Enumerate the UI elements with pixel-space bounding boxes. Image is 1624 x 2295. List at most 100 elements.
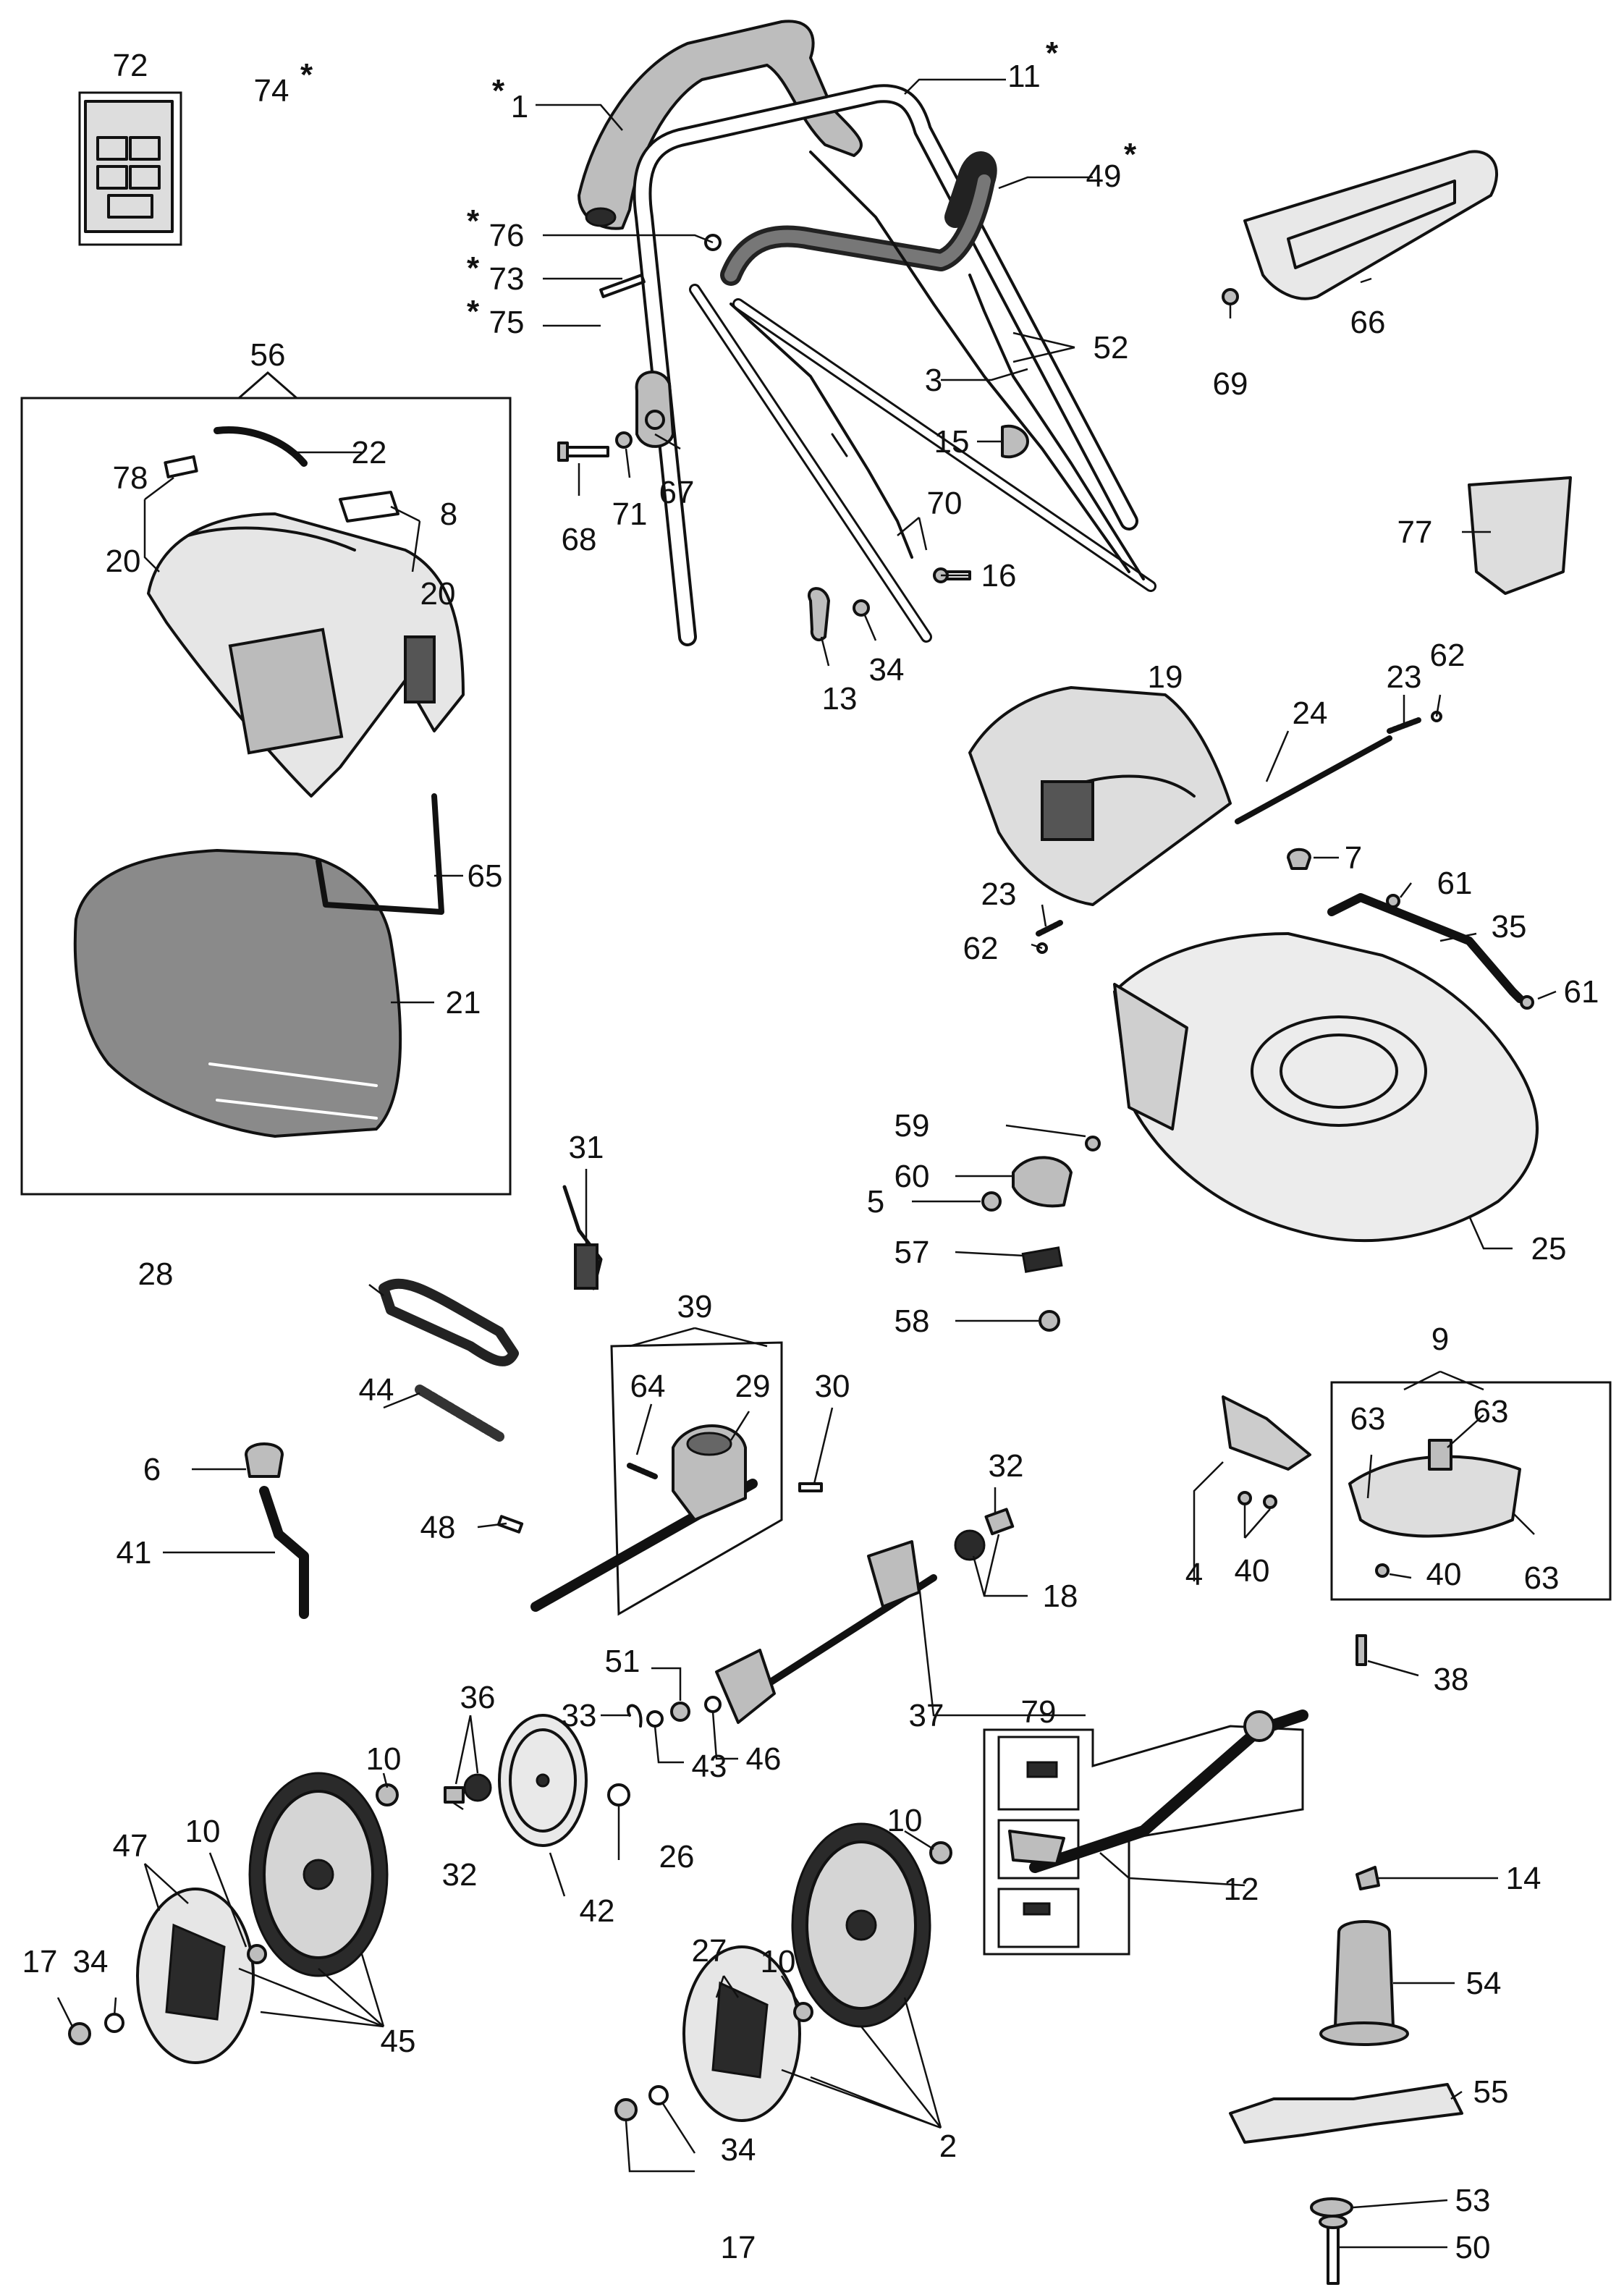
label-11: 11 [1007,59,1041,94]
label-73: 73 [489,261,525,297]
nut-17-rear [68,2022,91,2045]
bag-21 [73,848,402,1138]
height-adjuster-67 [635,371,674,448]
lower-handle-3 [689,284,1156,643]
control-cables-52 [809,151,1145,580]
screw-59 [1085,1136,1101,1151]
nuts-61 [1386,894,1534,1010]
label-31: 31 [569,1130,604,1165]
label-37: 37 [909,1698,944,1733]
label-78: 78 [113,460,148,496]
mower-deck-25 [1113,932,1539,1243]
leader-lines [56,78,1557,2249]
mulch-plug-77 [1468,476,1572,595]
label-13: 13 [822,681,858,717]
spring-31 [562,1185,603,1290]
key-14 [1356,1866,1380,1890]
label-22: 22 [352,435,387,470]
rear-axle-37 [715,1540,937,1724]
lever-41 [259,1486,309,1619]
cap-7 [1287,848,1311,870]
upper-handle-1 [578,20,863,230]
strip-22 [213,426,308,467]
knob-13 [808,587,830,642]
washer-43 [646,1710,664,1728]
label-35: 35 [1492,909,1527,944]
label-55: 55 [1473,2074,1509,2110]
rod-24 [1235,735,1392,824]
asterisk-75: * [467,294,480,329]
callout-labels: 72 74 * * 1 11 * 49 * * 76 * 73 * 75 52 … [22,35,1599,2265]
label-1: 1 [511,89,528,124]
grass-chute-66 [1243,150,1499,300]
label-65: 65 [468,858,503,894]
label-78 [164,455,198,478]
blade-adapter-54 [1319,1920,1409,2046]
engine-cover-19 [968,686,1232,906]
pinion-36 [463,1773,492,1802]
belt-28 [378,1278,519,1366]
frame-65 [316,793,444,915]
pin-48 [496,1515,524,1534]
label-34-rear: 34 [73,1944,109,1979]
label-54: 54 [1466,1966,1502,2001]
spring-44 [415,1385,504,1442]
label-15: 15 [934,424,970,460]
pin-73 [599,274,646,298]
washer-46 [704,1696,722,1713]
decal-sheet-72 [78,91,182,246]
label-10-rear-left: 10 [185,1814,221,1849]
label-67: 67 [659,475,695,510]
bush-26 [607,1783,630,1806]
screws-40 [1238,1491,1390,1578]
kit-79 [997,1736,1080,1948]
label-12: 12 [1224,1872,1259,1907]
nut-5 [981,1191,1002,1212]
label-48: 48 [420,1510,456,1545]
label-36: 36 [460,1680,496,1715]
bush-32-lower [444,1786,465,1804]
washer-34-rear [104,2013,124,2033]
label-32-lower: 32 [442,1857,478,1893]
label-27: 27 [692,1933,727,1969]
label-40: 40 [1235,1553,1270,1589]
screw-69 [1222,288,1239,305]
label-32-upper: 32 [989,1448,1024,1484]
label-19: 19 [1148,659,1183,695]
label-3: 3 [925,363,942,398]
bushes-10-front [793,1841,952,2022]
label-17-front: 17 [721,2230,756,2265]
screw-58 [1039,1310,1060,1332]
grass-catcher-box-56 [20,397,512,1196]
label-44: 44 [359,1372,394,1408]
label-16: 16 [981,558,1017,593]
washer-76 [704,234,722,251]
label-63-bottom: 63 [1524,1560,1560,1596]
gearbox-assembly-39 [530,1341,783,1616]
label-74: 74 [254,73,289,109]
label-10-front-right: 10 [887,1803,923,1838]
mulching-kit-9 [1330,1381,1612,1601]
bail-lever-49 [720,151,997,286]
front-wheel-2 [791,1822,931,2028]
cable-clip-15 [1001,424,1029,459]
label-71: 71 [612,496,648,532]
label-26: 26 [659,1839,695,1875]
label-34-front: 34 [721,2132,756,2168]
label-42: 42 [580,1893,615,1929]
label-30: 30 [815,1369,850,1404]
blade-55 [1229,2083,1463,2144]
label-10-front-left: 10 [761,1944,796,1979]
label-5: 5 [867,1184,884,1220]
rear-bracket-35 [1327,893,1524,1003]
label-51: 51 [605,1644,640,1679]
label-63-left: 63 [1350,1401,1386,1437]
bush-32-upper [984,1508,1015,1536]
label-21: 21 [446,985,481,1020]
label-46: 46 [746,1741,782,1777]
label-77: 77 [1397,515,1433,550]
brake-arm-12 [983,1709,1308,1956]
label-28: 28 [138,1256,174,1292]
label-62-right: 62 [1430,638,1466,673]
asterisk-1: * [492,73,505,109]
